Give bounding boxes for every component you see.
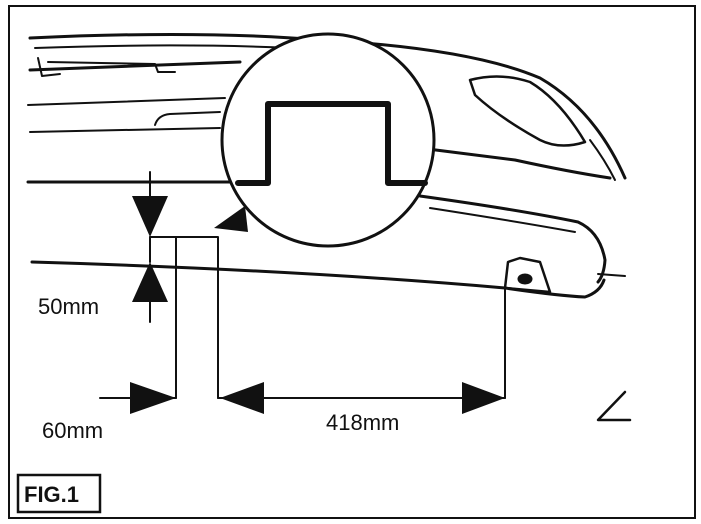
arrow-height-top: [132, 196, 168, 237]
detail-magnifier: [220, 32, 436, 248]
height-dimension-label: 50mm: [38, 294, 99, 319]
figure-label: FIG.1: [24, 482, 79, 507]
width-dimension-label: 60mm: [42, 418, 103, 443]
distance-dimension-label: 418mm: [326, 410, 399, 435]
arrow-height-bottom: [132, 262, 168, 302]
figure-frame: [8, 5, 696, 519]
arrow-detail: [214, 206, 248, 232]
detail-profile: [235, 101, 428, 186]
dimension-arrows: [130, 196, 505, 414]
arrow-width-left: [130, 382, 176, 414]
figure-label-box: [16, 473, 102, 514]
arrow-distance-right: [462, 382, 505, 414]
arrow-width-right: [220, 382, 264, 414]
